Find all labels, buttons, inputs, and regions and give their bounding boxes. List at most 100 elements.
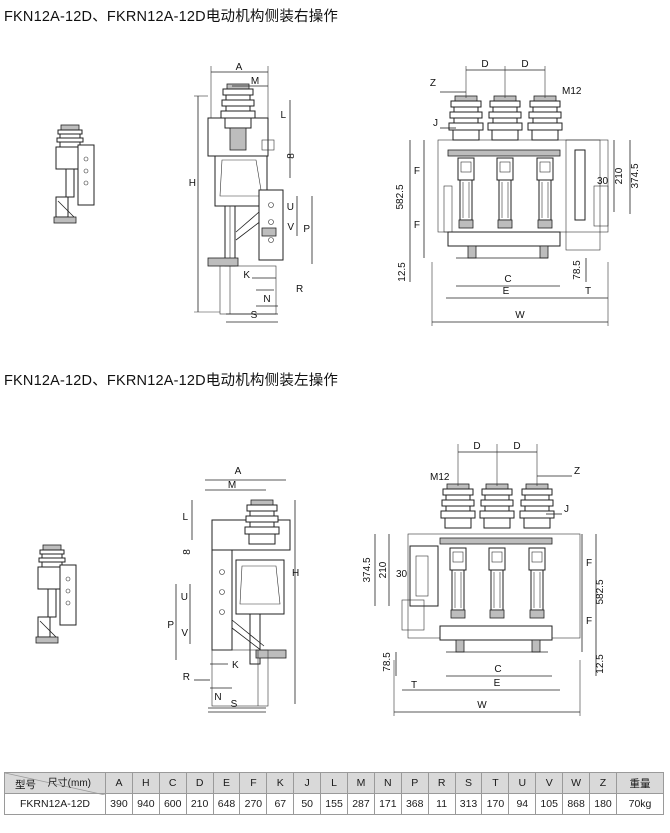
value-cell: 170 [481, 793, 510, 815]
value-cell: 270 [239, 793, 268, 815]
dim-S: S [251, 310, 258, 321]
dim-T-b: T [411, 680, 417, 691]
dim-M12-b: M12 [430, 472, 450, 483]
dim-P-b: P [167, 620, 174, 631]
dim-J: J [433, 118, 438, 129]
heading-right-operation: FKN12A-12D、FKRN12A-12D电动机构侧装右操作 [4, 9, 339, 25]
value-cell: 67 [266, 793, 295, 815]
value-cell: 390 [105, 793, 133, 815]
dim-V-b: V [181, 628, 188, 639]
dim-K: K [243, 270, 250, 281]
col-header: D [185, 772, 214, 794]
dim-M: M [251, 76, 259, 87]
col-header: R [427, 772, 456, 794]
dim-W-b: W [477, 700, 487, 711]
col-header: J [293, 772, 322, 794]
side-view-right: A M L 8 H U V P K R N S [189, 62, 313, 323]
dim-W: W [515, 310, 525, 321]
value-cell: 94 [508, 793, 537, 815]
dim-F-1: F [414, 166, 420, 177]
dim-R-b: R [183, 672, 190, 683]
dim-D-b1: D [473, 441, 480, 452]
value-cell: 368 [400, 793, 429, 815]
dim-U: U [287, 202, 294, 213]
corner-model-label: 型号 [15, 779, 36, 791]
col-header: S [454, 772, 483, 794]
dim-N: N [263, 294, 270, 305]
col-header: L [320, 772, 349, 794]
dim-N-b: N [214, 692, 221, 703]
dim-8: 8 [286, 153, 297, 159]
table-row: FKRN12A-12D 390 940 600 210 648 270 67 5… [4, 793, 664, 815]
dim-D-b2: D [513, 441, 520, 452]
col-header: A [105, 772, 133, 794]
value-cell: 600 [158, 793, 187, 815]
col-header: T [481, 772, 510, 794]
value-cell: 868 [562, 793, 591, 815]
col-header: C [158, 772, 187, 794]
dim-V: V [287, 222, 294, 233]
corner-dimension-label: 尺寸(mm) [47, 778, 91, 789]
col-header-weight: 重量 [616, 772, 664, 794]
front-view-right: D D Z M12 J F F 582.5 12.5 210 374.5 30 … [395, 59, 641, 326]
dim-78-5: 78.5 [572, 260, 583, 280]
dim-F-b2: F [586, 616, 592, 627]
value-cell: 50 [293, 793, 322, 815]
col-header: K [266, 772, 295, 794]
dim-S-b: S [231, 699, 238, 710]
value-cell-weight: 70kg [616, 793, 664, 815]
value-cell: 210 [185, 793, 214, 815]
value-cell: 171 [373, 793, 402, 815]
col-header: F [239, 772, 268, 794]
col-header: V [535, 772, 564, 794]
value-cell: 287 [347, 793, 375, 815]
dim-12-5-b: 12.5 [595, 654, 606, 674]
model-cell: FKRN12A-12D [4, 793, 106, 815]
dim-D-2: D [521, 59, 528, 70]
dim-T: T [585, 286, 591, 297]
col-header: W [562, 772, 591, 794]
dim-F-2: F [414, 220, 420, 231]
dim-J-b: J [564, 504, 569, 515]
dim-Z-b: Z [574, 466, 580, 477]
spec-table-corner: 尺寸(mm) 型号 [4, 772, 106, 795]
dim-8-b: 8 [182, 549, 193, 555]
dim-582-5-b: 582.5 [595, 579, 606, 604]
col-header: M [347, 772, 375, 794]
spec-table-header-row: 尺寸(mm) 型号 A H C D E F K J L M N P R S T … [4, 772, 664, 795]
dim-R: R [296, 284, 303, 295]
dim-F-b1: F [586, 558, 592, 569]
dim-E-b: E [494, 678, 501, 689]
technical-drawings: A M L 8 H U V P K R N S [35, 59, 641, 716]
dim-C-b: C [494, 664, 501, 675]
value-cell: 105 [535, 793, 564, 815]
dim-A: A [236, 62, 243, 73]
dim-P: P [303, 224, 310, 235]
value-cell: 180 [589, 793, 617, 815]
dim-Z: Z [430, 78, 436, 89]
value-cell: 11 [427, 793, 456, 815]
dim-374-5-b: 374.5 [362, 557, 373, 582]
spec-table: 尺寸(mm) 型号 A H C D E F K J L M N P R S T … [4, 772, 664, 815]
dim-582-5: 582.5 [395, 184, 406, 209]
dim-30: 30 [597, 176, 609, 187]
dim-H-b: H [292, 568, 299, 579]
heading-left-operation: FKN12A-12D、FKRN12A-12D电动机构侧装左操作 [4, 373, 339, 389]
dim-C: C [504, 274, 511, 285]
dim-210-b: 210 [378, 561, 389, 578]
col-header: H [131, 772, 160, 794]
col-header: P [400, 772, 429, 794]
col-header: U [508, 772, 537, 794]
dim-M-b: M [228, 480, 236, 491]
dim-30-b: 30 [396, 569, 408, 580]
dim-M12: M12 [562, 86, 582, 97]
value-cell: 313 [454, 793, 483, 815]
col-header: N [373, 772, 402, 794]
col-header: E [212, 772, 241, 794]
dim-A-b: A [235, 466, 242, 477]
dim-78-5-b: 78.5 [382, 652, 393, 672]
front-view-left: D D Z M12 J 374.5 210 30 78.5 F F 582.5 … [362, 441, 606, 716]
value-cell: 155 [320, 793, 349, 815]
dim-D-1: D [481, 59, 488, 70]
dim-L: L [280, 110, 286, 121]
